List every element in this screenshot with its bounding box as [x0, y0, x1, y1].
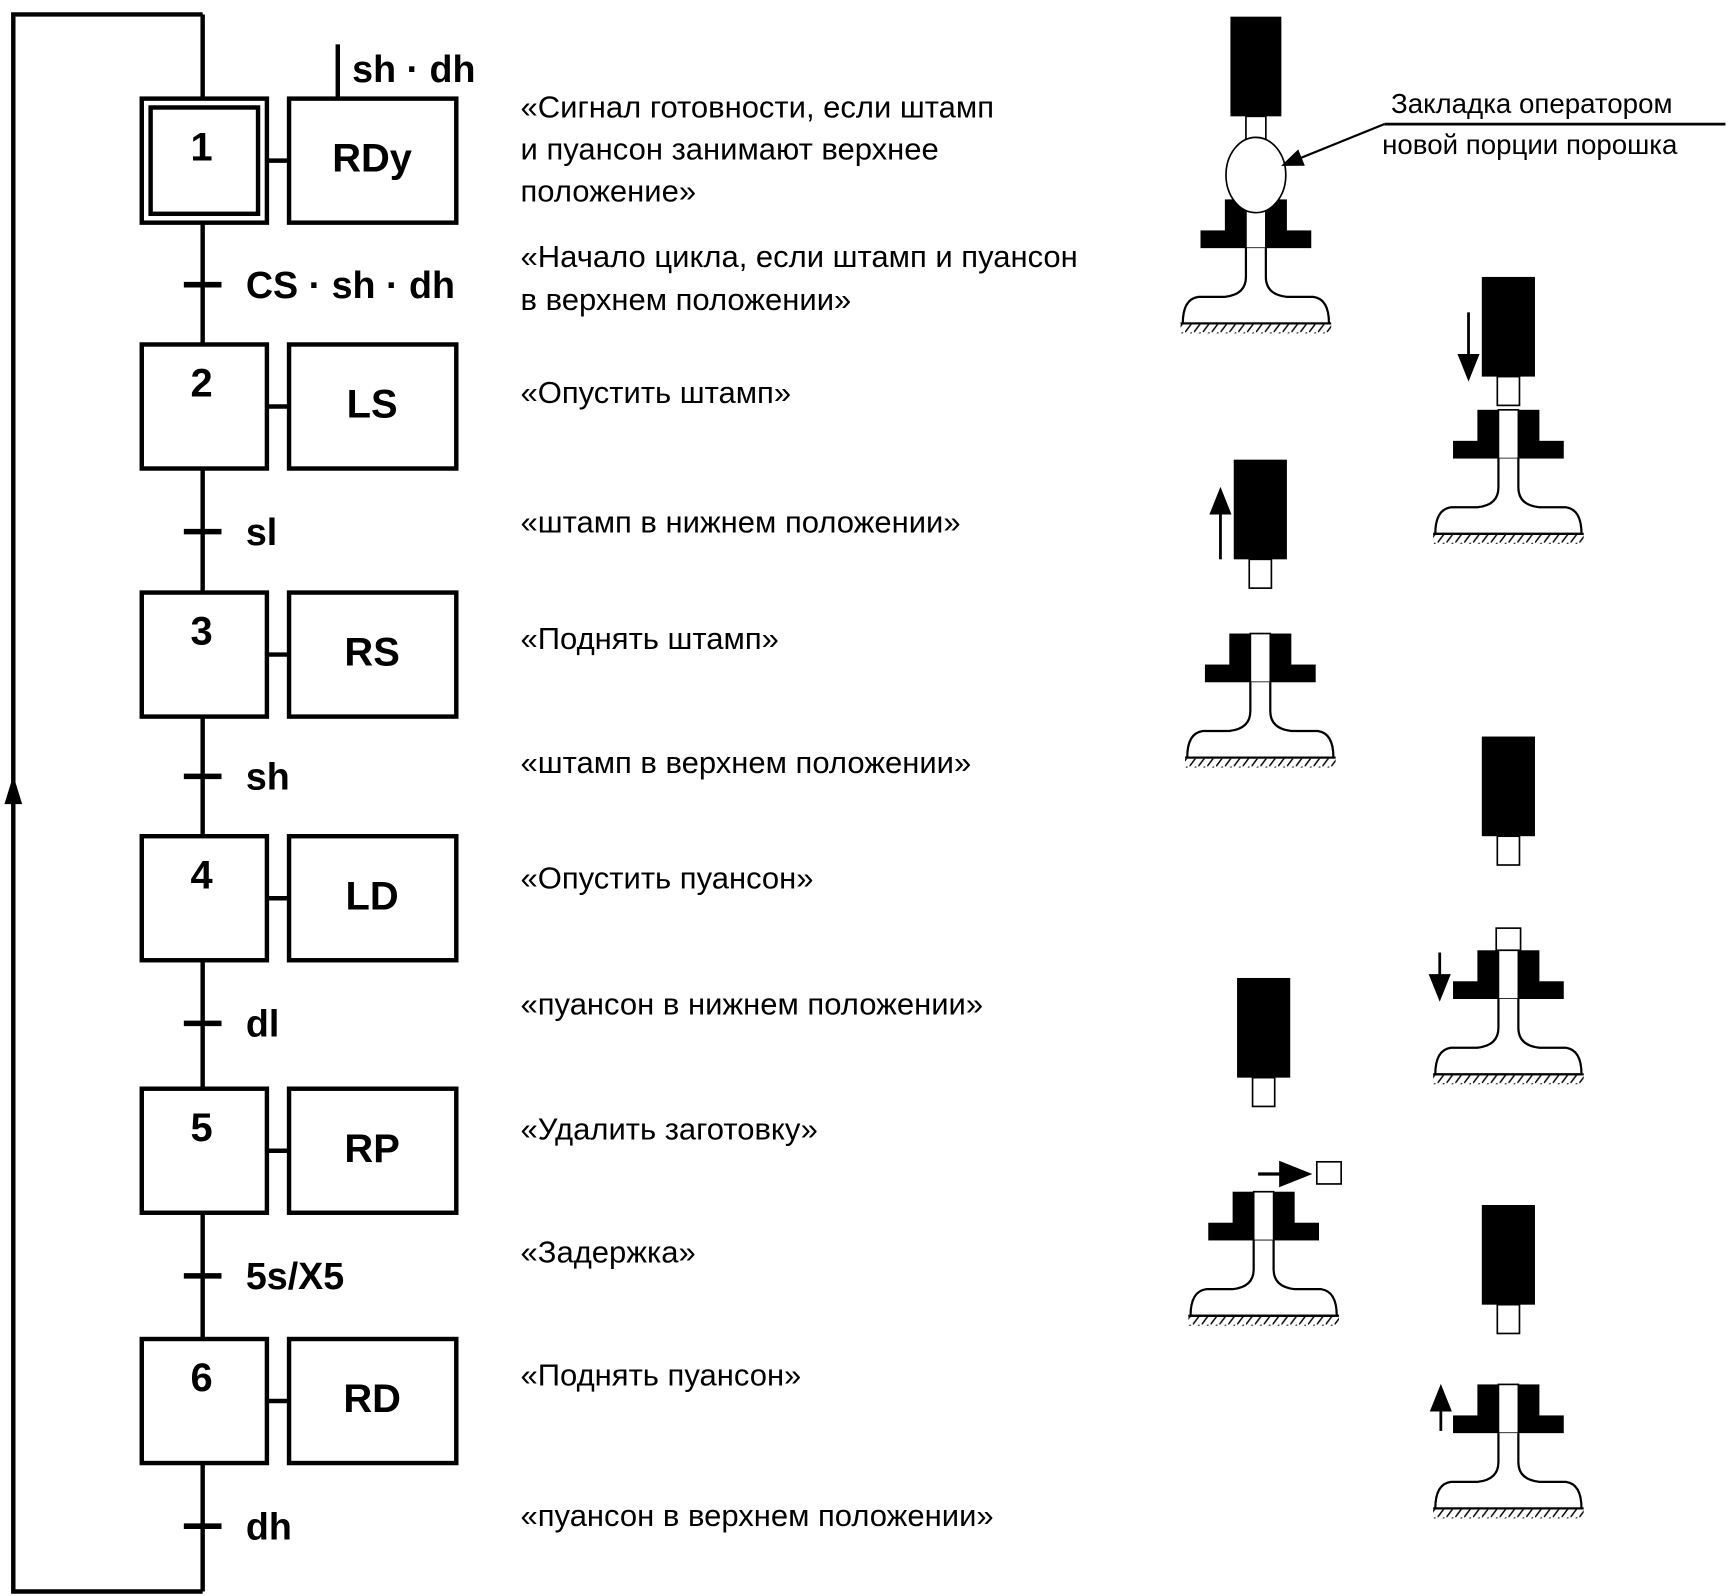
step-2: 2 LS	[139, 342, 459, 471]
step-number: 6	[190, 1356, 212, 1400]
press-illustration-lower-punch	[1428, 735, 1585, 1086]
step-action: RDy	[332, 137, 412, 181]
transition-2: sl	[183, 511, 277, 553]
transition-condition: CS · sh · dh	[246, 264, 455, 306]
step-action: RP	[344, 1127, 399, 1171]
transition-5: 5s/X5	[183, 1255, 344, 1297]
transition-condition: sl	[246, 511, 277, 553]
transition-condition: sh	[246, 756, 290, 798]
step-5: 5 RP	[139, 1086, 459, 1215]
powder-portion	[1225, 136, 1287, 214]
transition-description: «пуансон в верхнем положении»	[521, 1498, 994, 1533]
up-arrow-icon	[4, 775, 23, 805]
press-illustration-load: Закладка оператором новой порции порошка	[1179, 16, 1726, 335]
press-illustration-raise-die	[1183, 458, 1337, 769]
annotation-line: новой порции порошка	[1382, 129, 1678, 160]
step-action: LS	[347, 383, 398, 427]
step-number: 3	[190, 610, 212, 654]
step-6: 6 RD	[139, 1336, 459, 1466]
transition-description: «Начало цикла, если штамп и пуансон	[521, 239, 1078, 274]
annotation-line: Закладка оператором	[1391, 88, 1672, 119]
step-description: «Сигнал готовности, если штамп	[521, 89, 994, 124]
initial-condition: sh · dh	[352, 48, 475, 90]
step-description: и пуансон занимают верхнее	[521, 132, 939, 167]
transition-description: «штамп в верхнем положении»	[521, 745, 972, 780]
step-description: «Поднять пуансон»	[521, 1358, 802, 1393]
transition-1: CS · sh · dh	[183, 264, 455, 306]
transition-condition: dh	[246, 1505, 292, 1547]
step-number: 5	[190, 1106, 212, 1150]
step-3: 3 RS	[139, 590, 459, 719]
step-4: 4 LD	[139, 833, 459, 963]
transition-3: sh	[183, 756, 290, 798]
transition-description: «Задержка»	[521, 1235, 696, 1270]
step-number: 1	[190, 126, 212, 170]
step-description: «Поднять штамп»	[521, 621, 779, 656]
press-illustration-raise-punch	[1429, 1204, 1585, 1520]
step-description: «Опустить пуансон»	[521, 860, 814, 895]
transition-4: dl	[183, 1003, 279, 1045]
workpiece	[1315, 1160, 1342, 1185]
transition-condition: dl	[246, 1003, 279, 1045]
step-action: RD	[343, 1377, 401, 1421]
step-action: RS	[344, 631, 399, 675]
transition-condition: 5s/X5	[246, 1255, 344, 1297]
step-number: 4	[190, 853, 212, 897]
step-description: положение»	[521, 174, 697, 209]
step-description: «Удалить заготовку»	[521, 1112, 818, 1147]
step-action: LD	[346, 874, 399, 918]
transition-6: dh	[183, 1505, 292, 1547]
descriptions: «Сигнал готовности, если штамп и пуансон…	[521, 89, 1078, 1533]
step-1: 1 RDy	[139, 96, 459, 225]
return-loop	[4, 12, 205, 1594]
transition-description: в верхнем положении»	[521, 282, 852, 317]
step-description: «Опустить штамп»	[521, 375, 792, 410]
press-illustration-lower-die	[1431, 276, 1585, 545]
step-number: 2	[190, 362, 212, 406]
transition-description: «штамп в нижнем положении»	[521, 505, 961, 540]
press-illustration-eject	[1187, 977, 1342, 1327]
transition-description: «пуансон в нижнем положении»	[521, 987, 984, 1022]
